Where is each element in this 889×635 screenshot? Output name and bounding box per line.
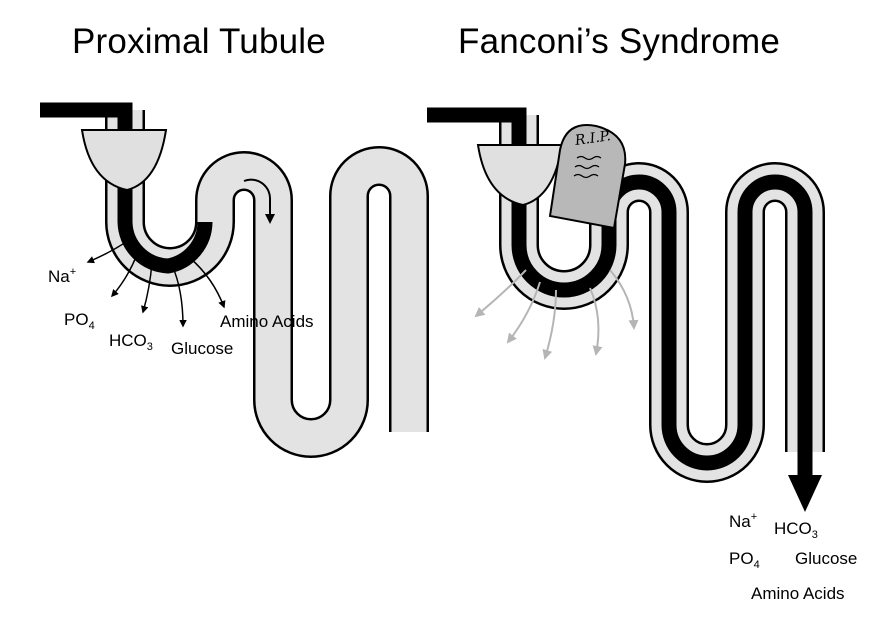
left-filtrate-flow	[40, 102, 213, 274]
left-tubule-open-end	[389, 432, 429, 452]
right-label-po4: PO4	[729, 549, 760, 571]
leak-arrow	[474, 269, 527, 318]
leak-arrow	[506, 281, 541, 344]
left-transporter-cup-icon	[80, 129, 168, 192]
left-reabsorption-arrows	[86, 237, 226, 328]
right-label-amino-acids: Amino Acids	[751, 584, 845, 603]
left-label-hco3: HCO3	[109, 331, 153, 353]
amino-reabsorption-arrow	[189, 257, 226, 309]
left-tubule	[105, 110, 429, 458]
left-flow-arrow	[243, 178, 275, 224]
left-label-na: Na+	[48, 266, 77, 286]
hco3-reabsorption-arrow	[141, 261, 153, 314]
right-filtrate-flow	[427, 107, 813, 478]
leak-arrow	[589, 287, 603, 356]
leak-arrow	[542, 289, 557, 360]
left-panel-diagram	[40, 102, 429, 458]
na-reabsorption-arrow	[86, 237, 133, 264]
left-panel-title: Proximal Tubule	[72, 22, 326, 61]
right-panel-title: Fanconi’s Syndrome	[458, 22, 781, 61]
right-label-glucose: Glucose	[795, 549, 858, 568]
right-leak-arrows	[474, 269, 639, 360]
right-transporter-cup-icon	[476, 144, 564, 207]
left-label-amino-acids: Amino Acids	[220, 312, 314, 331]
left-label-po4: PO4	[64, 310, 95, 332]
right-label-hco3: HCO3	[774, 519, 818, 541]
leak-arrow	[609, 269, 639, 330]
right-panel-diagram: R.I.P.	[427, 107, 825, 512]
po4-reabsorption-arrow	[111, 251, 139, 298]
left-label-glucose: Glucose	[171, 339, 234, 358]
right-outflow-arrowhead	[788, 475, 822, 512]
tombstone-inscription: R.I.P.	[573, 128, 612, 149]
tombstone-icon	[548, 124, 627, 230]
glucose-reabsorption-arrow	[171, 264, 187, 328]
right-label-na: Na+	[729, 511, 758, 531]
